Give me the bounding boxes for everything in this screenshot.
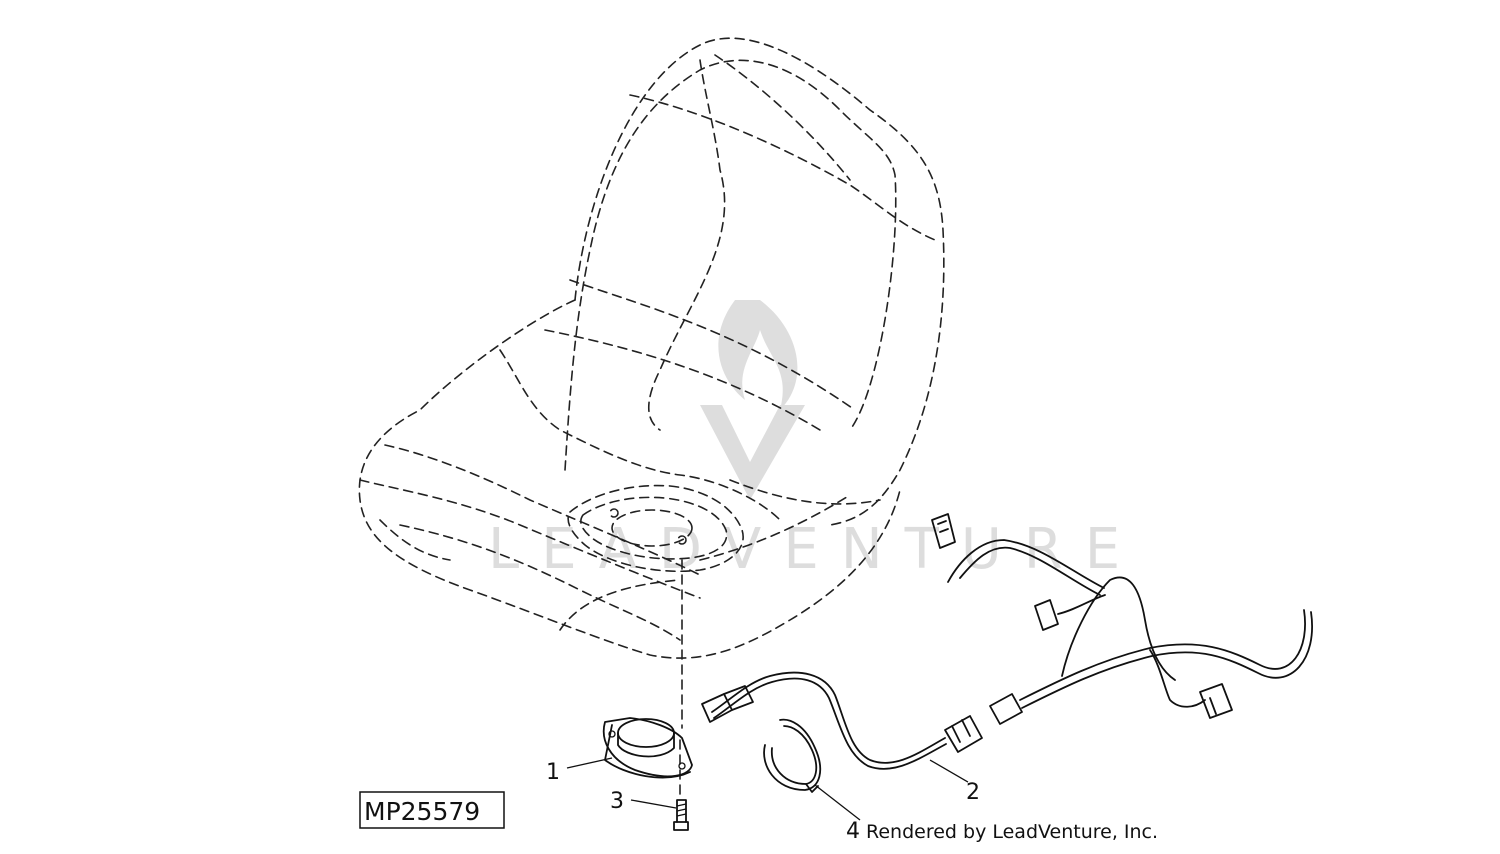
leadventure-watermark: LEADVENTURE: [488, 300, 1142, 582]
cable-tie: [763, 718, 822, 793]
figure-id-box: MP25579: [359, 791, 505, 829]
callout-1: 1: [546, 760, 560, 785]
render-credit: Rendered by LeadVenture, Inc.: [866, 821, 1158, 843]
callout-3: 3: [610, 789, 624, 814]
leader-3: [630, 799, 677, 809]
callout-4: 4: [846, 819, 860, 844]
leader-2: [929, 759, 969, 783]
leader-1: [566, 757, 613, 769]
figure-id: MP25579: [364, 797, 480, 826]
wiring-harness: [701, 513, 1313, 770]
callout-leaders: [566, 757, 969, 821]
alarm-buzzer: [602, 717, 693, 779]
callout-2: 2: [966, 780, 980, 805]
leader-4: [814, 784, 861, 821]
screw: [673, 799, 689, 831]
watermark-text: LEADVENTURE: [488, 517, 1142, 582]
seat-outline: [358, 37, 945, 801]
